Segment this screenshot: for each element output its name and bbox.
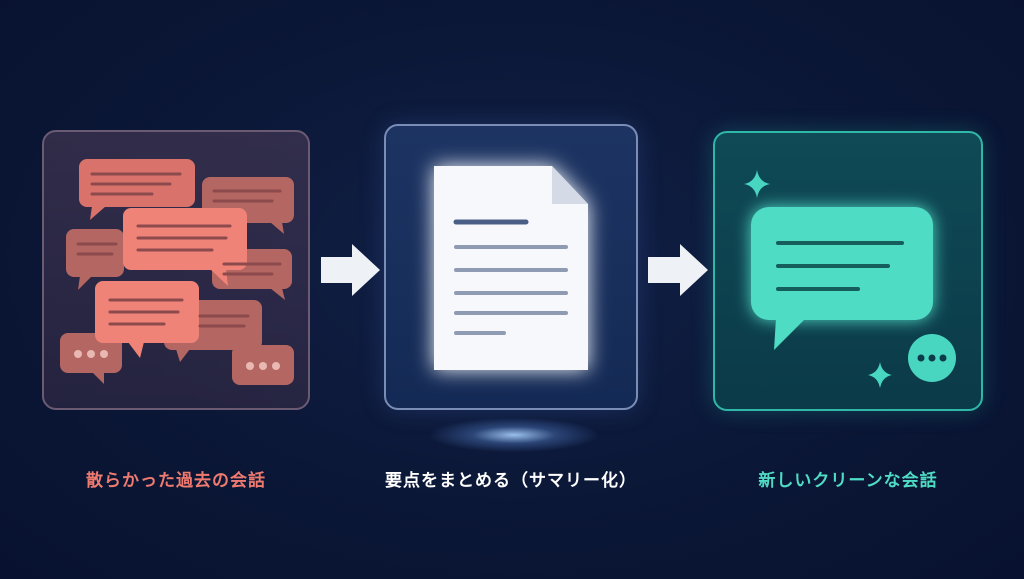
summary-document-icon <box>434 166 588 370</box>
step-label-messy: 散らかった過去の会話 <box>86 471 266 491</box>
typing-indicator-icon <box>908 334 956 382</box>
sparkle-icon <box>744 170 892 388</box>
summary-glow <box>430 418 598 452</box>
right-arrow-icon <box>321 244 380 296</box>
clean-chat-bubble-icon <box>751 207 933 350</box>
step-label-summary: 要点をまとめる（サマリー化） <box>385 471 637 491</box>
step-label-clean: 新しいクリーンな会話 <box>758 471 938 491</box>
scattered-chat-bubbles-icon <box>60 159 294 385</box>
right-arrow-icon <box>648 244 708 296</box>
